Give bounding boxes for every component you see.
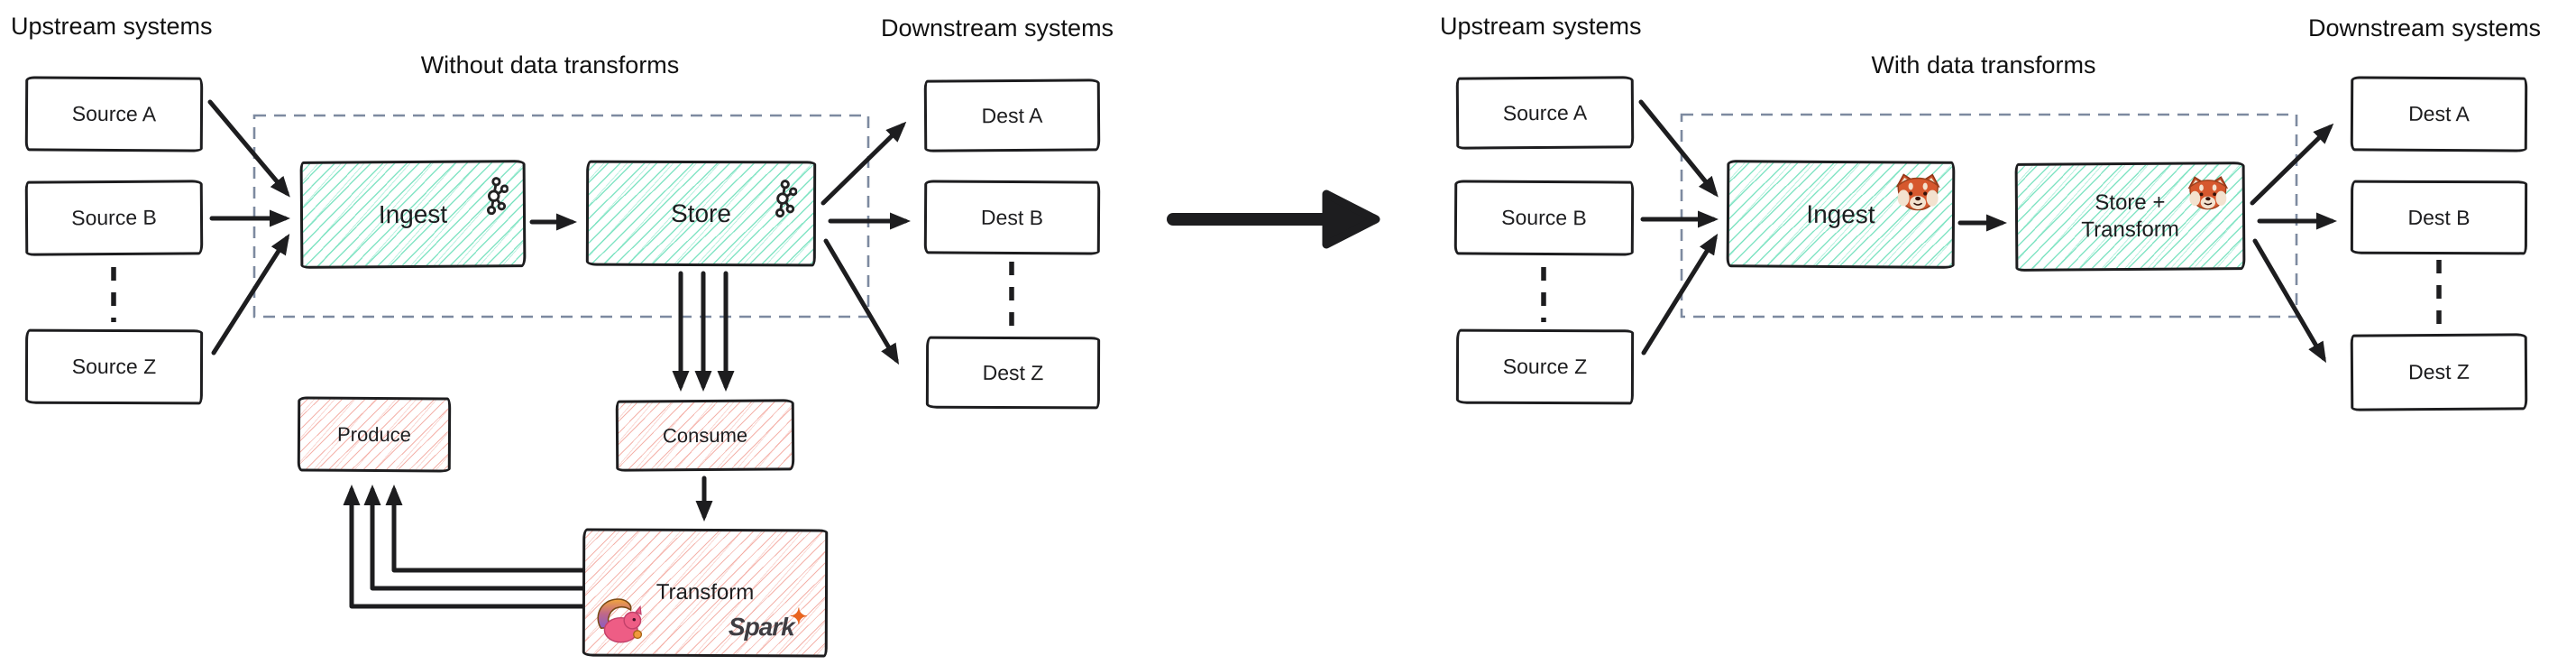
kafka-icon <box>481 175 509 223</box>
arrow-transform-produce-1 <box>343 485 587 609</box>
dest-a-box-left: Dest A <box>923 79 1101 152</box>
spark-logo: Spark✦ <box>728 605 812 642</box>
arrow-store-destZ <box>823 238 900 365</box>
arrow-storetransform-destA <box>2250 123 2334 206</box>
store-box-left: Store <box>585 160 817 267</box>
source-b-box-right: Source B <box>1453 180 1635 256</box>
source-b-box-left: Source B <box>24 180 204 256</box>
left-upstream-systems-label: Upstream systems <box>11 13 213 40</box>
store-transform-label: Store + Transform <box>2081 189 2179 245</box>
dest-z-box-right: Dest Z <box>2350 333 2528 411</box>
source-a-box-right: Source A <box>1455 76 1635 150</box>
source-a-box-left: Source A <box>24 76 204 152</box>
right-downstream-systems-label: Downstream systems <box>2308 14 2542 42</box>
dest-b-box-right: Dest B <box>2350 180 2528 255</box>
ingest-box-right: Ingest <box>1726 160 1956 269</box>
transform-box: Transform Spark✦ <box>582 528 829 658</box>
arrow-sourceA-ingest-r <box>1638 99 1719 198</box>
arrow-transform-produce-3 <box>385 485 587 573</box>
source-z-box-right: Source Z <box>1455 328 1635 405</box>
dest-a-box-right: Dest A <box>2350 76 2528 152</box>
transform-label: Transform <box>655 579 755 605</box>
spark-logo-text: Spark <box>728 613 794 642</box>
store-transform-box: Store + Transform <box>2014 162 2246 272</box>
source-z-box-left: Source Z <box>24 328 204 405</box>
redpanda-icon <box>2186 175 2230 217</box>
store-label: Store <box>670 199 732 227</box>
consume-box: Consume <box>615 399 795 472</box>
right-upstream-systems-label: Upstream systems <box>1440 13 1642 40</box>
arrow-sourceZ-ingest <box>211 233 290 356</box>
left-downstream-systems-label: Downstream systems <box>881 14 1114 42</box>
flink-squirrel-icon <box>592 594 645 651</box>
left-diagram-title: Without data transforms <box>420 51 680 79</box>
dest-z-box-left: Dest Z <box>925 336 1101 410</box>
right-diagram-title: With data transforms <box>1871 51 2096 79</box>
kafka-icon <box>770 178 798 226</box>
dest-b-box-left: Dest B <box>923 180 1101 255</box>
arrow-sourceZ-ingest-r <box>1641 233 1719 356</box>
store-transform-line1: Store + <box>2095 189 2166 216</box>
ingest-label: Ingest <box>378 199 448 228</box>
produce-box: Produce <box>297 396 452 473</box>
big-transition-arrow <box>1167 189 1380 249</box>
ingest-label: Ingest <box>1806 199 1875 228</box>
arrow-storetransform-destZ <box>2252 238 2327 364</box>
spark-star-icon: ✦ <box>789 605 808 630</box>
arrow-transform-produce-2 <box>363 485 587 591</box>
arrow-sourceA-ingest <box>207 99 290 198</box>
ingest-box-left: Ingest <box>299 160 527 269</box>
store-transform-line2: Transform <box>2081 217 2179 243</box>
redpanda-icon <box>1894 172 1941 218</box>
arrow-store-destA <box>820 121 907 206</box>
